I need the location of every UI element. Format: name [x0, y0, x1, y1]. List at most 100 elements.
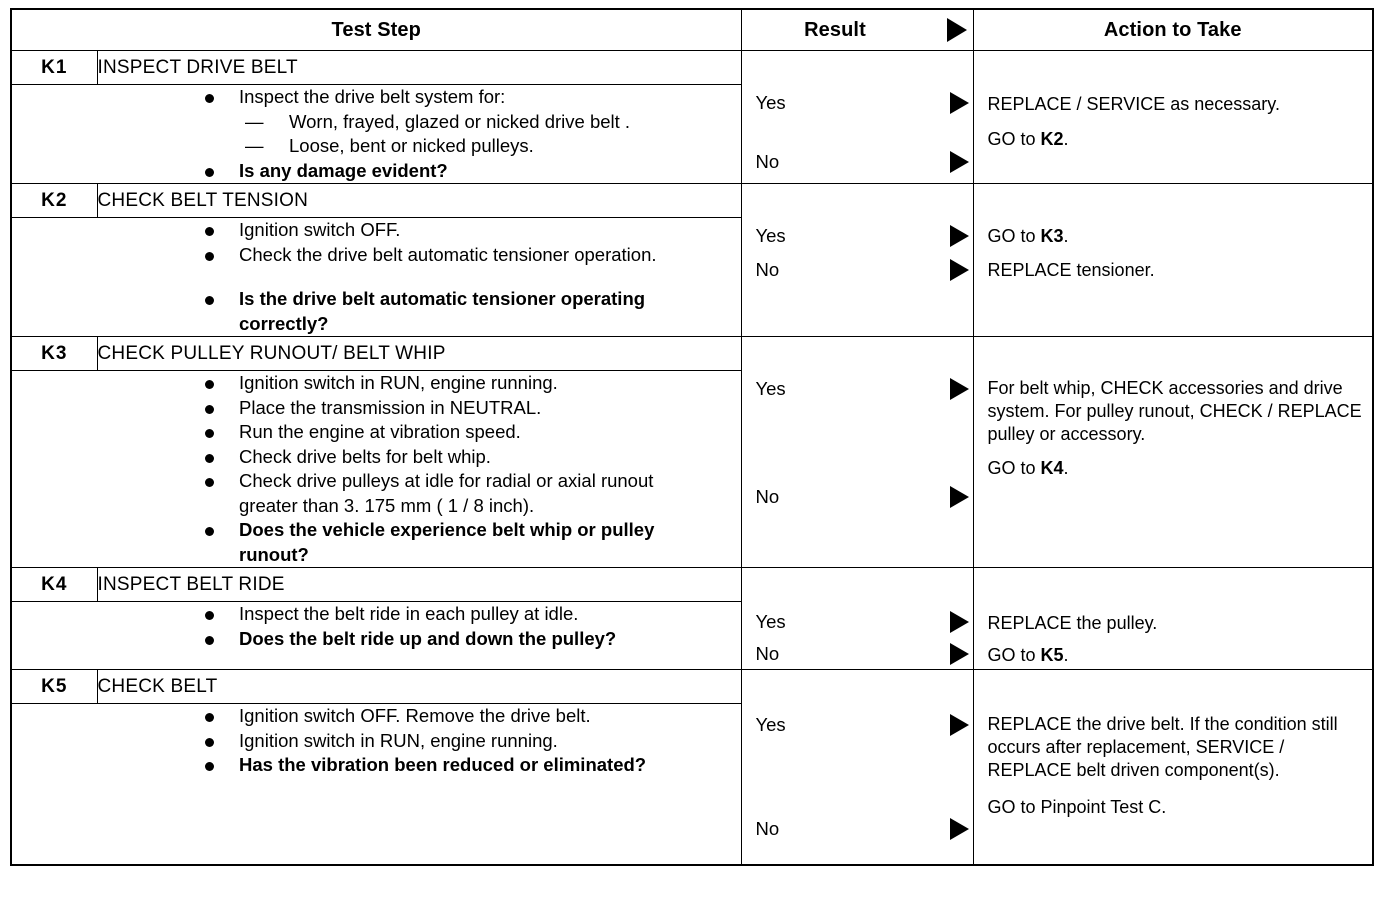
bullet-list: Inspect the drive belt system for: Worn,… [97, 85, 741, 183]
triangle-right-icon [946, 18, 967, 42]
step-gutter-k2 [10, 217, 97, 337]
result-row: Yes [742, 89, 973, 117]
step-body-k2: Ignition switch OFF. Check the drive bel… [97, 217, 742, 337]
list-item: Ignition switch in RUN, engine running. [97, 729, 741, 754]
triangle-right-icon [949, 92, 969, 114]
action-text: For belt whip, CHECK accessories and dri… [987, 378, 1362, 444]
result-row: No [742, 815, 973, 843]
triangle-right-icon [949, 259, 969, 281]
step-body-row-k5: Ignition switch OFF. Remove the drive be… [10, 703, 1373, 865]
bullet-list: Inspect the belt ride in each pulley at … [97, 602, 741, 651]
action-text-tail: . [1063, 129, 1069, 149]
triangle-right-icon [949, 225, 969, 247]
header-result-label: Result [804, 19, 866, 41]
step-body-k4: Inspect the belt ride in each pulley at … [97, 601, 742, 670]
step-body-row-k1: Inspect the drive belt system for: Worn,… [10, 84, 1373, 184]
result-label: No [755, 259, 780, 280]
step-title-row-k5: K5 CHECK BELT Yes No REPLACE the drive b… [10, 669, 1374, 865]
result-cell-k3: Yes No [740, 336, 974, 568]
step-body-row-k2: Ignition switch OFF. Check the drive bel… [10, 217, 1373, 337]
list-item: Check drive pulleys at idle for radial o… [97, 469, 687, 518]
result-cell-k1: Yes No [740, 50, 974, 184]
triangle-right-icon [949, 611, 969, 633]
action-cell-k3: For belt whip, CHECK accessories and dri… [972, 336, 1374, 568]
step-id-k5: K5 [10, 669, 98, 704]
action-text: REPLACE tensioner. [987, 260, 1155, 280]
step-title-row-k4: K4 INSPECT BELT RIDE Yes No REPLACE the … [10, 567, 1374, 670]
action-text: GO to Pinpoint Test C. [987, 797, 1167, 817]
action-text-tail: . [1063, 226, 1069, 246]
action-text: GO to K4. [974, 457, 1373, 480]
action-text-step-ref: K2 [1040, 129, 1064, 149]
list-item: Check the drive belt automatic tensioner… [97, 243, 741, 268]
step-gutter-k5 [10, 703, 97, 865]
triangle-right-icon [949, 378, 969, 400]
action-text: REPLACE the drive belt. If the condition… [987, 714, 1338, 780]
list-item: Does the vehicle experience belt whip or… [97, 518, 667, 567]
action-cell-k5: REPLACE the drive belt. If the condition… [972, 669, 1374, 865]
action-text-lead: GO to [987, 226, 1041, 246]
action-text: REPLACE / SERVICE as necessary. [987, 94, 1280, 114]
action-cell-k2: GO to K3. REPLACE tensioner. [972, 183, 1374, 337]
result-row: Yes [742, 222, 973, 250]
step-title-row-k3: K3 CHECK PULLEY RUNOUT/ BELT WHIP Yes No… [10, 336, 1374, 568]
action-text: GO to K5. [974, 644, 1373, 667]
result-row: Yes [742, 608, 973, 636]
triangle-right-icon [949, 818, 969, 840]
result-row: No [742, 483, 973, 511]
pinpoint-test-table: Test Step Result Action to Take K1 INSPE… [10, 8, 1374, 866]
step-body-k5: Ignition switch OFF. Remove the drive be… [97, 703, 742, 865]
table-header-row: Test Step Result Action to Take [10, 8, 1374, 51]
list-item: Check drive belts for belt whip. [97, 445, 741, 470]
result-label: Yes [755, 225, 786, 246]
result-cell-k4: Yes No [740, 567, 974, 670]
step-title-k5: CHECK BELT [96, 669, 742, 704]
result-cell-k5: Yes No [740, 669, 974, 865]
list-item: Inspect the belt ride in each pulley at … [97, 602, 741, 627]
action-text: GO to K2. [974, 128, 1373, 151]
action-text-lead: GO to [987, 129, 1041, 149]
result-label: No [755, 486, 780, 507]
result-label: Yes [755, 378, 786, 399]
step-id-k2: K2 [10, 183, 98, 218]
step-title-row-k1: K1 INSPECT DRIVE BELT Yes No REPLACE / S… [10, 50, 1374, 184]
triangle-right-icon [949, 151, 969, 173]
triangle-right-icon [949, 486, 969, 508]
action-text-lead: GO to [987, 458, 1041, 478]
list-item: Place the transmission in NEUTRAL. [97, 396, 741, 421]
result-label: No [755, 151, 780, 172]
action-text-step-ref: K5 [1040, 645, 1064, 665]
step-gutter-k1 [10, 84, 97, 184]
list-item: Has the vibration been reduced or elimin… [97, 753, 741, 778]
action-text-lead: GO to [987, 645, 1041, 665]
result-cell-k2: Yes No [740, 183, 974, 337]
list-item: Ignition switch OFF. [97, 218, 741, 243]
result-row: No [742, 256, 973, 284]
action-cell-k4: REPLACE the pulley. GO to K5. [972, 567, 1374, 670]
step-body-row-k3: Ignition switch in RUN, engine running. … [10, 370, 1373, 568]
header-result: Result [740, 8, 974, 51]
list-item: Worn, frayed, glazed or nicked drive bel… [97, 110, 741, 135]
list-item: Is the drive belt automatic tensioner op… [97, 287, 677, 336]
result-label: No [755, 818, 780, 839]
step-gutter-k3 [10, 370, 97, 568]
step-title-k3: CHECK PULLEY RUNOUT/ BELT WHIP [96, 336, 742, 371]
action-text-tail: . [1063, 645, 1069, 665]
action-cell-k1: REPLACE / SERVICE as necessary. GO to K2… [972, 50, 1374, 184]
header-action-to-take: Action to Take [972, 8, 1374, 51]
action-text-step-ref: K4 [1040, 458, 1064, 478]
step-title-k1: INSPECT DRIVE BELT [96, 50, 742, 85]
step-body-k1: Inspect the drive belt system for: Worn,… [97, 84, 742, 184]
step-body-row-k4: Inspect the belt ride in each pulley at … [10, 601, 1373, 670]
list-item: Run the engine at vibration speed. [97, 420, 741, 445]
step-body-k3: Ignition switch in RUN, engine running. … [97, 370, 742, 568]
step-id-k1: K1 [10, 50, 98, 85]
bullet-list: Ignition switch in RUN, engine running. … [97, 371, 741, 567]
list-item: Ignition switch OFF. Remove the drive be… [97, 704, 741, 729]
list-item: Inspect the drive belt system for: [97, 85, 741, 110]
list-item: Ignition switch in RUN, engine running. [97, 371, 741, 396]
triangle-right-icon [949, 643, 969, 665]
list-spacer [97, 267, 741, 287]
result-label: No [755, 643, 780, 664]
